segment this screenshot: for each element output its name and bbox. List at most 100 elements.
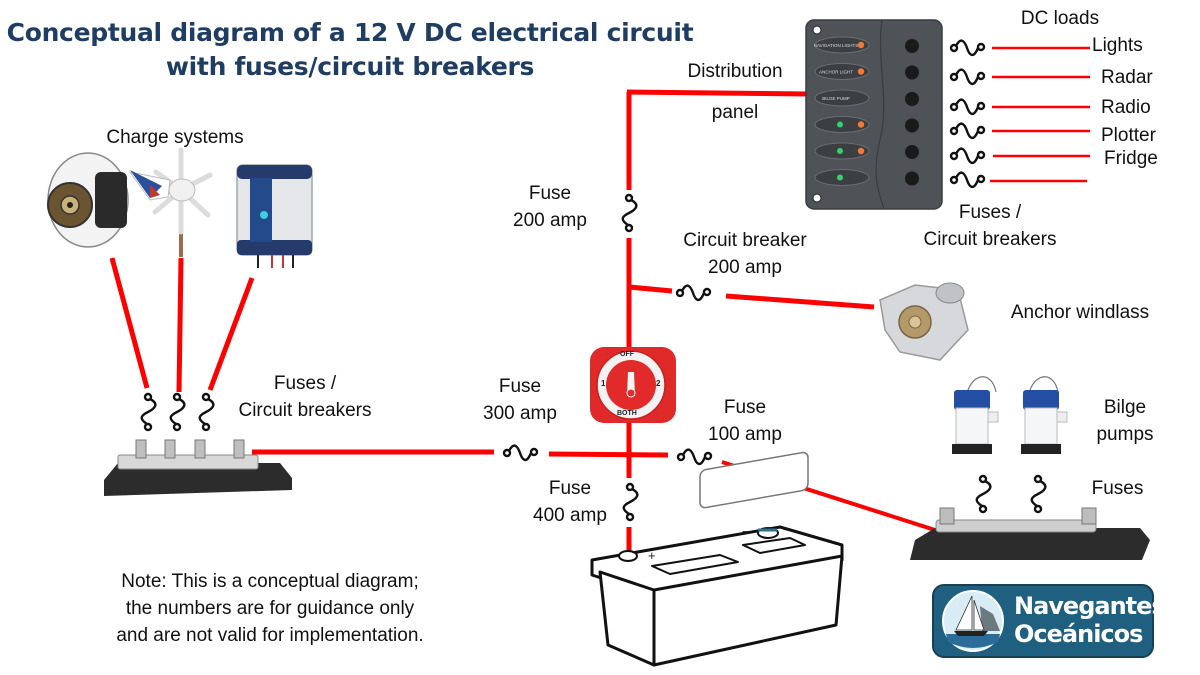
bilge-pump-1-icon [952,376,999,454]
fuse-100-icon [676,448,713,466]
load-fuse-fridge-icon [949,147,986,165]
toggle-switch-icon[interactable] [905,145,919,159]
battery-plus-label: + [648,548,656,563]
logo-text: Navegantes Oceánicos [1014,592,1166,648]
wind-generator-icon [128,147,213,257]
note-line-3: and are not valid for implementation. [116,625,424,646]
breaker-200-line-2: 200 amp [708,257,782,278]
anchor-windlass-label: Anchor windlass [1010,302,1150,323]
charge-fuses-line-1: Fuses / [273,373,337,394]
toggle-switch-icon[interactable] [905,39,919,53]
breaker-200-label: Circuit breaker 200 amp [660,227,830,281]
charge-bus-bar-icon [104,439,292,496]
panel-switch-row[interactable] [814,142,919,160]
alternator-wire [109,257,150,389]
panel-switch-row[interactable]: BILGE PUMP [814,89,919,107]
toggle-switch-icon[interactable] [905,118,919,133]
battery-icon [590,451,844,667]
panel-switch-row[interactable]: NAVIGATION LIGHTS [814,36,919,54]
navegantes-oceanicos-logo: Navegantes Oceánicos [932,584,1166,658]
breaker-200-line-1: Circuit breaker [683,230,807,251]
switch-label-text: BILGE PUMP [822,96,850,101]
charge-fuse-2-icon [169,392,186,432]
orange-indicator-icon [857,41,865,49]
switch-label-1: 1 [601,379,606,388]
bilge-fuse-2-icon [1030,474,1047,514]
title-line-2: with fuses/circuit breakers [165,52,535,81]
sailboat-icon [942,590,1004,652]
charge-systems-label: Charge systems [106,127,244,148]
bilge-bus-bar-icon [910,507,1150,560]
charge-fuse-1-icon [140,392,157,432]
bilge-pump-2-icon [1021,376,1068,454]
charge-fuse-3-icon [198,392,215,432]
switch-label-both: BOTH [617,410,637,417]
note-line-2: the numbers are for guidance only [125,598,415,619]
panel-switch-row[interactable]: ANCHOR LIGHT [814,63,919,80]
orange-indicator-icon [857,147,865,155]
load-fuse-lights-icon [949,39,986,57]
green-indicator-icon [837,174,843,181]
panel-switch-row[interactable] [814,116,919,133]
charger-wire [207,277,255,391]
windlass-wire-b [725,293,875,310]
switch-label-2: 2 [656,379,661,388]
distribution-label-line-1: Distribution [687,61,783,82]
toggle-switch-icon[interactable] [905,171,919,186]
breaker-200-icon [675,284,712,302]
toggle-switch-icon[interactable] [905,65,919,80]
load-fuses-label: Fuses / Circuit breakers [905,199,1075,253]
wind-generator-wire [176,257,184,393]
fuse-100-label: Fuse 100 amp [695,394,795,448]
fuse-200-line-1: Fuse [528,183,572,204]
title-line-1: Conceptual diagram of a 12 V DC electric… [6,18,694,47]
note-line-1: Note: This is a conceptual diagram; [121,571,419,592]
bilge-pumps-line-1: Bilge [1103,397,1147,418]
load-fuse-radio-icon [949,98,986,116]
switch-label-plate [814,89,870,107]
load-label-radar: Radar [1101,67,1153,88]
green-indicator-icon [837,148,843,154]
load-fuse-radar-icon [949,68,986,86]
charge-fuses-label: Fuses / Circuit breakers [225,370,385,424]
panel-feed-wire [626,89,809,97]
dc-loads-header: DC loads [1020,8,1100,29]
switch-bus-wire [548,451,669,458]
fuse-300-line-1: Fuse [498,376,542,397]
page-title: Conceptual diagram of a 12 V DC electric… [0,16,700,84]
fuse-200-line-2: 200 amp [513,210,587,231]
fuse-400-icon [622,482,639,522]
alternator-icon [47,152,129,248]
bilge-fuse-1-icon [975,474,992,514]
fuse-200-label: Fuse 200 amp [500,180,600,234]
switch-label-text: ANCHOR LIGHT [819,70,853,75]
fuse-400-line-2: 400 amp [533,505,607,526]
panel-switch-row[interactable] [814,169,919,186]
battery-switch-icon[interactable] [590,347,676,423]
panel-switch-rows: NAVIGATION LIGHTS ANCHOR LIGHT BILGE PUMP [814,36,919,186]
fuse-100-line-1: Fuse [723,397,767,418]
load-fuse-spare-icon [949,171,986,189]
bilge-pumps-label: Bilge pumps [1085,394,1165,448]
battery-minus-label: − [742,524,750,539]
distribution-label-line-2: panel [711,102,759,123]
disclaimer-note: Note: This is a conceptual diagram; the … [70,568,470,649]
switch-label-text: NAVIGATION LIGHTS [814,43,859,48]
bilge-fuses-label: Fuses [1091,478,1144,499]
toggle-switch-icon[interactable] [905,92,919,106]
load-label-radio: Radio [1101,97,1151,118]
windlass-wire-a [628,284,673,294]
anchor-windlass-icon [879,282,969,361]
load-fuses-line-2: Circuit breakers [923,229,1057,250]
load-label-plotter: Plotter [1101,125,1156,146]
fuse-400-label: Fuse 400 amp [520,475,620,529]
fuse-300-label: Fuse 300 amp [470,373,570,427]
fuse-400-line-1: Fuse [548,478,592,499]
load-fuses-line-1: Fuses / [958,202,1022,223]
switch-label-plate [814,63,870,80]
charge-fuses-line-2: Circuit breakers [238,400,372,421]
switch-label-off: OFF [620,351,634,358]
fuse-300-line-2: 300 amp [483,403,557,424]
load-fuse-plotter-icon [949,122,986,140]
